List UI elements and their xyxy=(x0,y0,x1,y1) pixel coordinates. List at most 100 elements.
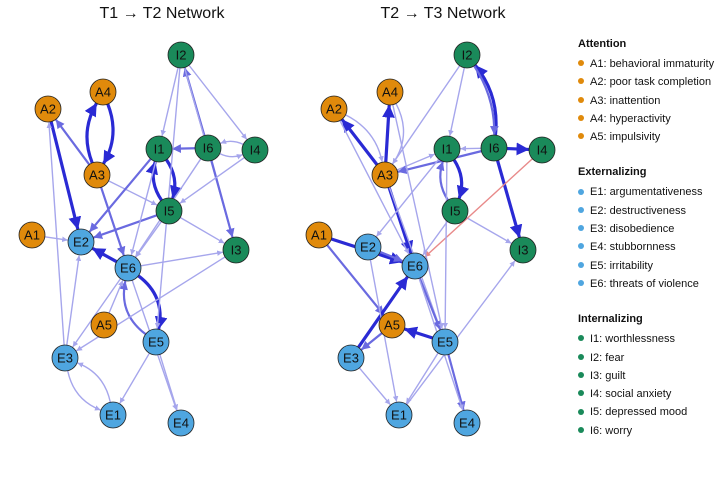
node-circle-i5 xyxy=(155,197,183,225)
node-circle-e5 xyxy=(431,328,459,356)
node-label-i2: I2 xyxy=(176,48,187,63)
node-e1: E1 xyxy=(99,401,127,429)
node-label-e4: E4 xyxy=(459,416,475,431)
node-a3: A3 xyxy=(83,161,111,189)
edge-a3-to-i5 xyxy=(107,180,158,206)
node-e5: E5 xyxy=(431,328,459,356)
legend-dot-icon xyxy=(578,225,584,232)
legend-item: E3: disobedience xyxy=(578,220,718,238)
node-label-e4: E4 xyxy=(173,416,189,431)
legend-dot-icon xyxy=(578,243,584,250)
node-a3: A3 xyxy=(371,161,399,189)
node-circle-e3 xyxy=(51,344,79,372)
node-circle-i1 xyxy=(145,135,173,163)
node-label-i5: I5 xyxy=(164,204,175,219)
node-e1: E1 xyxy=(385,401,413,429)
node-label-i3: I3 xyxy=(231,243,242,258)
node-label-i5: I5 xyxy=(450,204,461,219)
node-circle-e4 xyxy=(167,409,195,437)
edge-i5-to-i3 xyxy=(179,216,225,244)
node-e4: E4 xyxy=(167,409,195,437)
node-label-a1: A1 xyxy=(311,228,327,243)
edge-i4-to-i5 xyxy=(179,156,246,204)
node-label-e2: E2 xyxy=(360,240,376,255)
node-label-e6: E6 xyxy=(120,261,136,276)
node-circle-e2 xyxy=(67,228,95,256)
panel-t2-t3: T2 → T3 Network A1A2A3A4A5E1E2E3E4E5E6I1… xyxy=(305,5,556,437)
legend-dot-icon xyxy=(578,188,584,195)
legend-item-label: A1: behavioral immaturity xyxy=(590,58,715,70)
node-label-i4: I4 xyxy=(537,143,548,158)
edge-i1-to-e2 xyxy=(88,157,152,233)
node-label-i2: I2 xyxy=(462,48,473,63)
node-label-e5: E5 xyxy=(437,335,453,350)
legend-item: A2: poor task completion xyxy=(578,73,718,91)
node-circle-e1 xyxy=(385,401,413,429)
node-circle-e3 xyxy=(337,344,365,372)
node-e5: E5 xyxy=(142,328,170,356)
node-i1: I1 xyxy=(145,135,173,163)
node-i1: I1 xyxy=(433,135,461,163)
edge-i6-to-i4 xyxy=(219,152,243,160)
node-circle-i5 xyxy=(441,197,469,225)
legend-title: Externalizing xyxy=(578,166,647,179)
node-circle-e5 xyxy=(142,328,170,356)
edge-i6-to-i3 xyxy=(495,158,523,239)
legend-item: A5: impulsivity xyxy=(578,128,718,146)
legend-item-label: A5: impulsivity xyxy=(590,131,661,144)
edge-e6-to-e3 xyxy=(72,277,122,348)
node-i4: I4 xyxy=(241,136,269,164)
legend-dot-icon xyxy=(578,60,584,67)
node-e6: E6 xyxy=(401,252,429,280)
node-label-e1: E1 xyxy=(105,408,121,423)
node-circle-a4 xyxy=(376,78,404,106)
node-circle-a1 xyxy=(18,221,46,249)
node-a2: A2 xyxy=(320,95,348,123)
edge-e1-to-e3 xyxy=(77,362,112,403)
legend-dot-icon xyxy=(578,206,584,213)
node-label-i1: I1 xyxy=(442,142,453,157)
edge-e5-to-e1 xyxy=(405,352,439,404)
node-a4: A4 xyxy=(376,78,404,106)
edge-a1-to-e2 xyxy=(44,236,68,243)
node-label-i6: I6 xyxy=(489,141,500,156)
node-circle-a5 xyxy=(90,311,118,339)
edge-a5-to-e6 xyxy=(108,280,124,314)
legend-dot-icon xyxy=(578,335,584,342)
edge-i6-to-i4 xyxy=(505,142,530,156)
edge-a2-to-e6 xyxy=(339,119,410,255)
node-circle-a5 xyxy=(378,311,406,339)
node-i3: I3 xyxy=(509,236,537,264)
edge-i1-to-i5 xyxy=(452,158,470,200)
node-label-e1: E1 xyxy=(391,408,407,423)
legend-item-label: I1: worthlessness xyxy=(590,333,675,346)
edge-i5-to-e6 xyxy=(135,220,163,258)
legend-item: E2: destructiveness xyxy=(578,202,718,220)
node-circle-e2 xyxy=(354,233,382,261)
node-label-a5: A5 xyxy=(96,318,112,333)
edge-i1-to-e2 xyxy=(376,158,440,237)
legend-item-label: I4: social anxiety xyxy=(590,388,672,401)
edge-a2-to-a3 xyxy=(344,114,384,163)
edge-e3-to-e1 xyxy=(358,367,391,405)
edge-i4-to-e6 xyxy=(424,158,534,258)
node-circle-a2 xyxy=(320,95,348,123)
legend-item-label: I2: fear xyxy=(590,351,625,364)
legend-item: A1: behavioral immaturity xyxy=(578,55,718,73)
edge-e6-to-e2 xyxy=(91,247,119,264)
legend-title: Internalizing xyxy=(578,313,643,326)
legend-title: Attention xyxy=(578,38,627,50)
legend-dot-icon xyxy=(578,280,584,287)
panel-t1-t2: T1 → T2 Network A1A2A3A4A5E1E2E3E4E5E6I1… xyxy=(18,5,269,437)
node-label-e5: E5 xyxy=(148,335,164,350)
legend-item-label: A3: inattention xyxy=(590,94,661,107)
legend-item: I2: fear xyxy=(578,349,718,367)
node-label-a3: A3 xyxy=(377,168,393,183)
node-circle-e6 xyxy=(401,252,429,280)
edge-a3-to-a4 xyxy=(84,102,98,165)
legend-item: I6: worry xyxy=(578,422,718,440)
edge-i2-to-i1 xyxy=(448,67,465,137)
node-label-a2: A2 xyxy=(326,102,342,117)
